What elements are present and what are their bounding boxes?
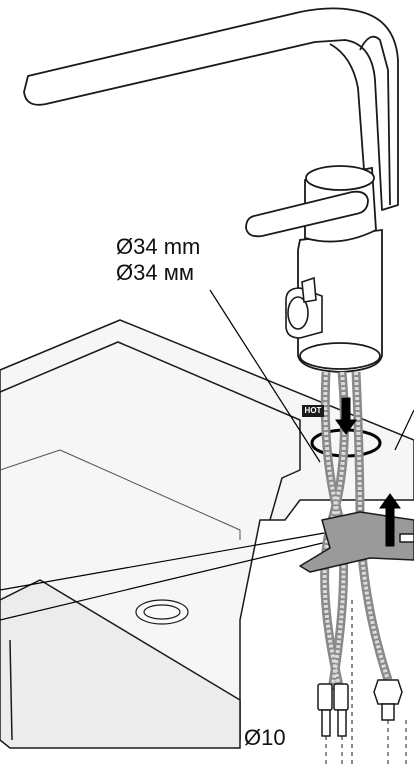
side-valve-knob [285,276,323,339]
faucet-handle [245,190,369,238]
leader-lines [0,289,414,621]
faucet-spout [23,7,399,211]
supply-dashed-lines [325,600,407,764]
sink-basin [0,579,241,749]
sink-drain [135,599,189,625]
mounting-bracket [299,511,414,573]
diameter-mm-label: Ø34 mm [116,234,201,259]
hose-diameter-label: Ø10 [244,725,286,750]
diameter-mm-cyrillic-label: Ø34 мм [116,260,194,285]
direction-arrows [335,397,401,547]
hose-fittings [317,679,403,737]
hot-tag: HOT [302,405,324,417]
